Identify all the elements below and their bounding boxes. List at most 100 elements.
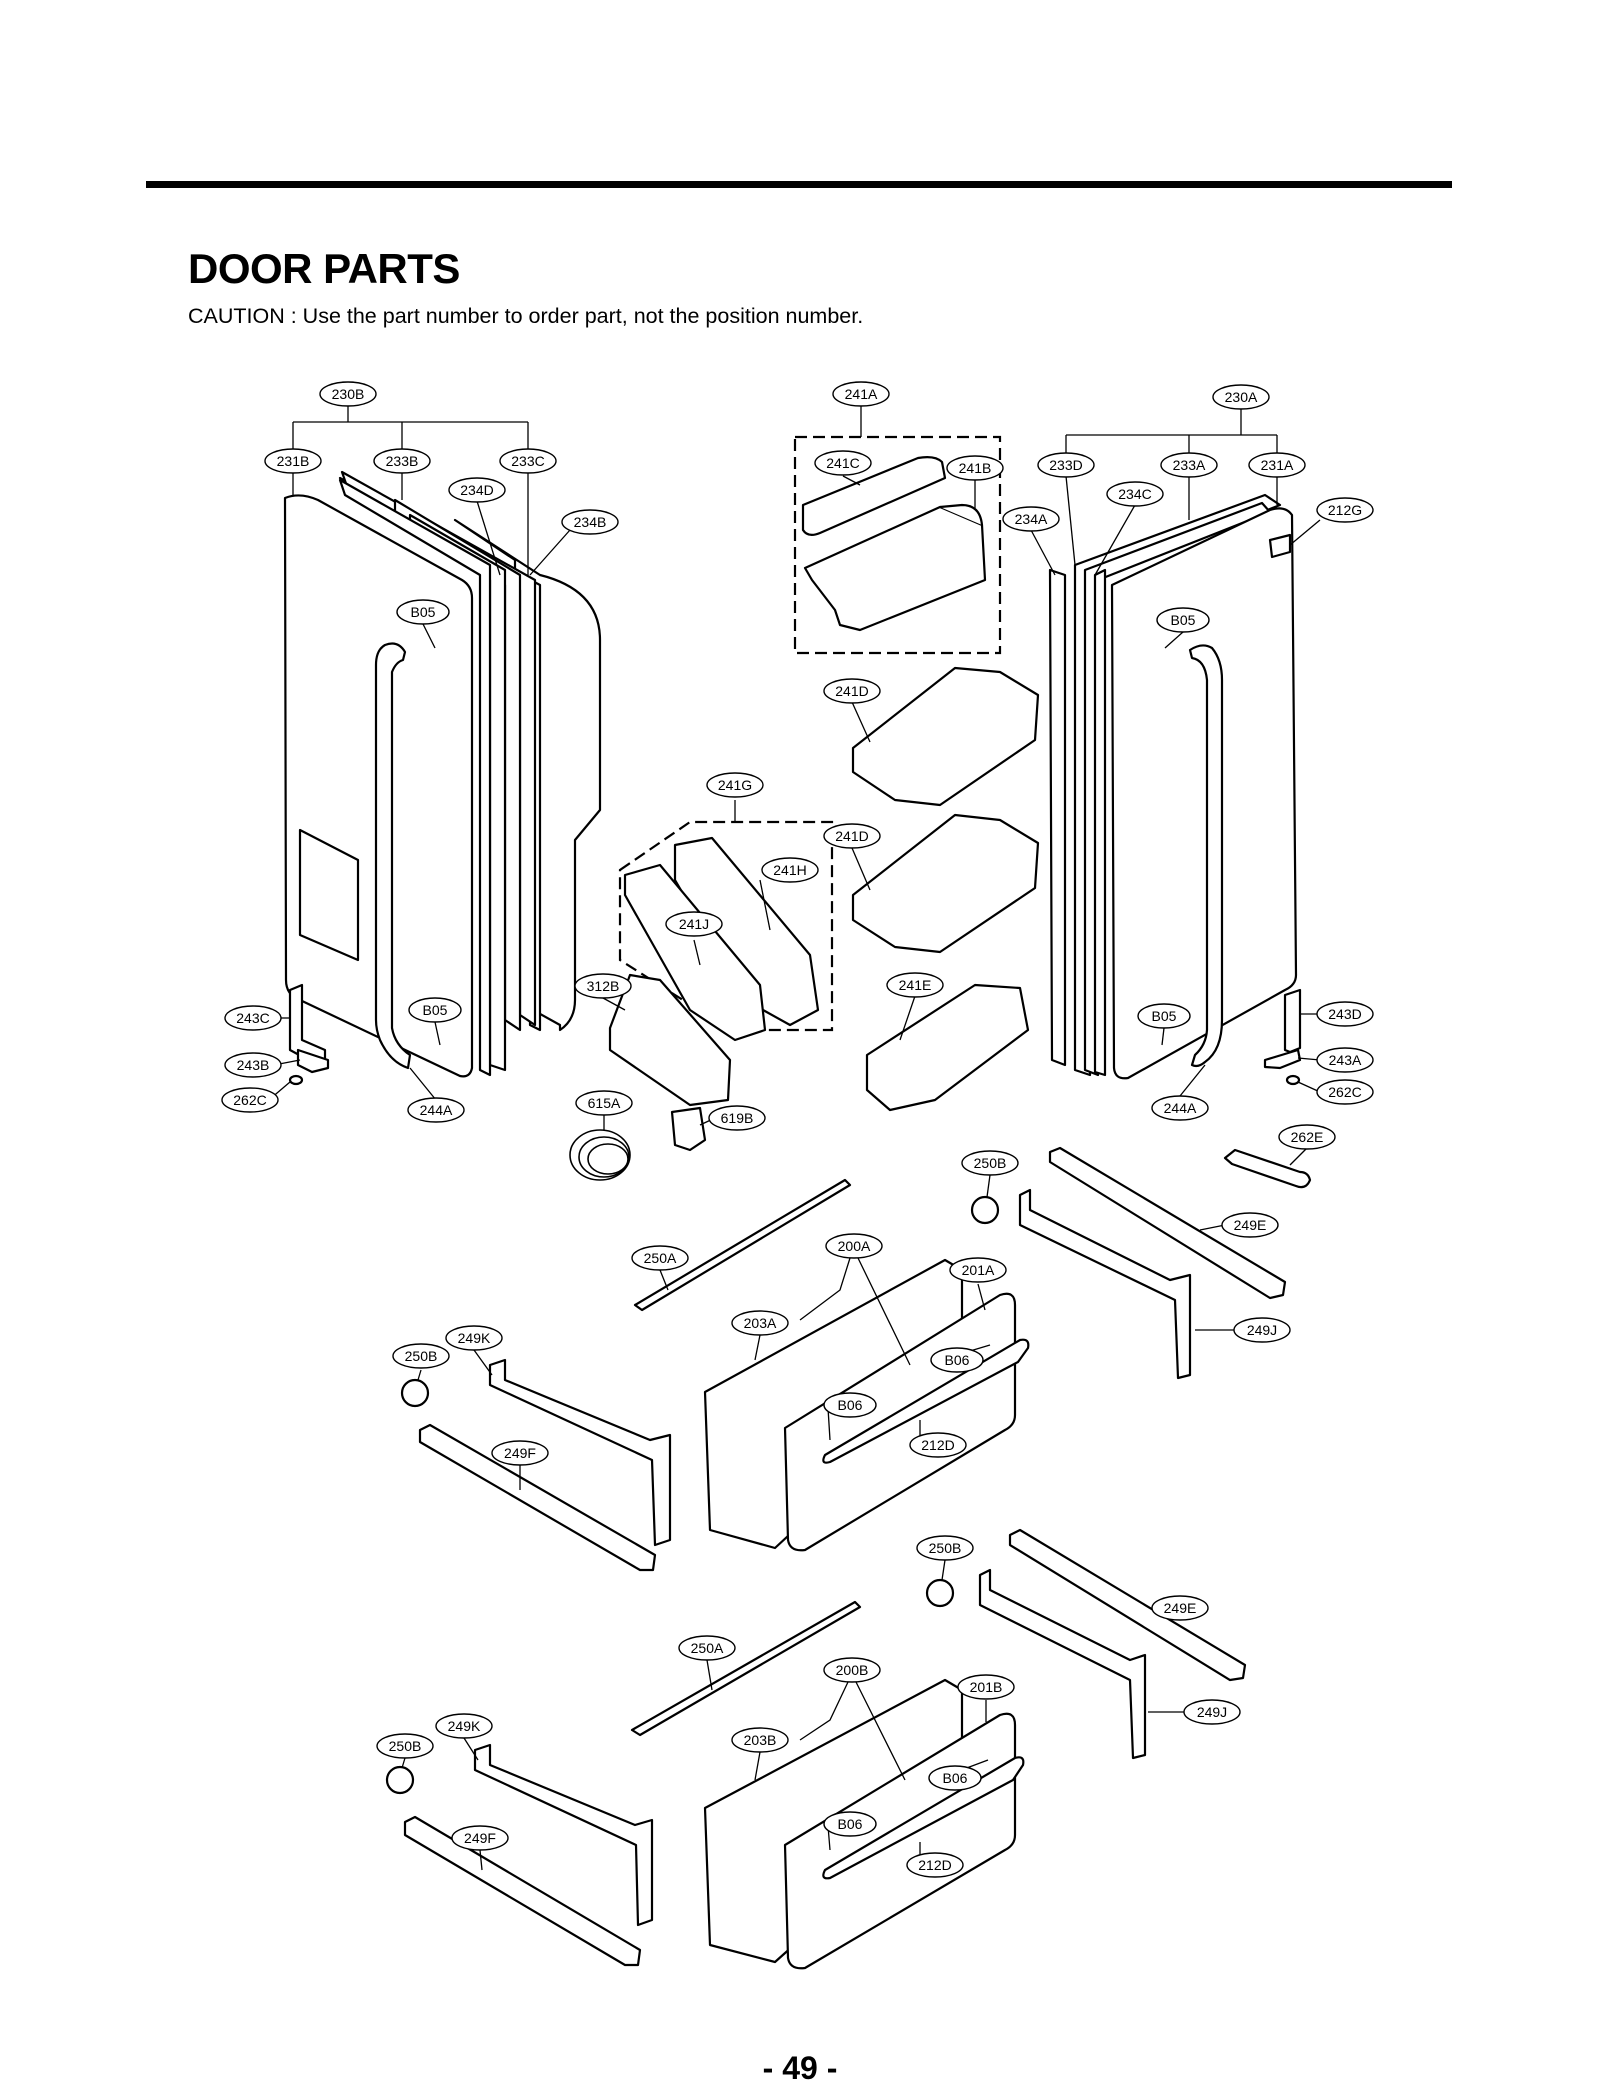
dispenser-box-312b <box>608 973 732 1107</box>
leader-250b-lower-right <box>941 1559 946 1581</box>
leader-250b-upper-left <box>417 1369 422 1381</box>
callout-241e: 241E <box>886 972 944 998</box>
leader-250b-lower-left <box>401 1757 406 1769</box>
gear-250b-upper-right <box>970 1195 1000 1225</box>
bin-241j <box>623 863 767 1042</box>
callout-201a: 201A <box>949 1257 1007 1283</box>
right-door-assembly <box>1048 493 1312 1189</box>
svg-text:250B: 250B <box>389 1738 422 1754</box>
svg-text:250A: 250A <box>691 1640 724 1656</box>
svg-text:243D: 243D <box>1328 1006 1361 1022</box>
callout-b06-lower-a: B06 <box>928 1765 982 1791</box>
bin-cover-241c <box>801 456 947 537</box>
svg-text:234D: 234D <box>460 482 493 498</box>
svg-text:244A: 244A <box>1164 1100 1197 1116</box>
callout-262c-right: 262C <box>1316 1079 1374 1105</box>
callout-241d-upper: 241D <box>823 678 881 704</box>
callout-250b-upper-right: 250B <box>961 1150 1019 1176</box>
door-bin-241d-lower <box>851 813 1040 954</box>
callout-230a: 230A <box>1212 384 1270 410</box>
callout-241b: 241B <box>946 455 1004 481</box>
svg-text:231A: 231A <box>1261 457 1294 473</box>
svg-text:200B: 200B <box>836 1662 869 1678</box>
leader-230a <box>1065 408 1278 455</box>
svg-text:230A: 230A <box>1225 389 1258 405</box>
leader-234b <box>529 529 571 576</box>
drawer-bracket-249j-upper <box>1018 1188 1192 1380</box>
leader-241c <box>842 475 861 486</box>
callout-234b: 234B <box>561 509 619 535</box>
lower-drawer-assembly <box>385 1528 1247 1970</box>
svg-text:241C: 241C <box>826 455 859 471</box>
callout-312b: 312B <box>574 973 632 999</box>
svg-text:241H: 241H <box>773 862 806 878</box>
leader-241d-upper <box>851 701 871 743</box>
leader-262c-right <box>1297 1081 1321 1093</box>
upper-drawer-assembly <box>400 1146 1287 1572</box>
svg-text:249E: 249E <box>1164 1600 1197 1616</box>
callout-241d-lower: 241D <box>823 823 881 849</box>
leader-249f-lower <box>479 1849 483 1871</box>
svg-text:B06: B06 <box>838 1397 863 1413</box>
leader-203a <box>754 1334 761 1361</box>
svg-text:250B: 250B <box>974 1155 1007 1171</box>
callout-212d-upper: 212D <box>909 1432 967 1458</box>
left-lower-hinge <box>288 983 327 1064</box>
svg-text:241G: 241G <box>718 777 752 793</box>
callout-243b: 243B <box>224 1052 282 1078</box>
right-door-label-212g <box>1268 533 1292 559</box>
svg-text:B06: B06 <box>945 1352 970 1368</box>
svg-text:203B: 203B <box>744 1732 777 1748</box>
callout-234a: 234A <box>1002 506 1060 532</box>
svg-text:212G: 212G <box>1328 502 1362 518</box>
svg-text:249K: 249K <box>448 1718 481 1734</box>
callout-234d: 234D <box>448 477 506 503</box>
drawer-bracket-249k-lower <box>473 1743 654 1927</box>
callout-231b: 231B <box>264 448 322 474</box>
svg-text:B05: B05 <box>423 1002 448 1018</box>
leader-241h <box>759 879 771 931</box>
left-door-assembly <box>283 470 602 1086</box>
callout-201b: 201B <box>957 1674 1015 1700</box>
svg-text:243A: 243A <box>1329 1052 1362 1068</box>
leader-249e-upper <box>1199 1224 1226 1231</box>
svg-text:B05: B05 <box>1171 612 1196 628</box>
door-bin-241d-lower-body <box>851 813 1040 954</box>
top-bin-group-frame <box>793 435 1002 655</box>
callout-200a: 200A <box>825 1233 883 1259</box>
callout-619b: 619B <box>708 1105 766 1131</box>
gear-250b-upper-left <box>400 1378 430 1408</box>
callout-212d-lower: 212D <box>906 1852 964 1878</box>
svg-text:619B: 619B <box>721 1110 754 1126</box>
drawer-rail-249f-lower <box>403 1815 642 1967</box>
callout-243d: 243D <box>1316 1001 1374 1027</box>
svg-text:201B: 201B <box>970 1679 1003 1695</box>
leader-250a-upper <box>659 1269 669 1291</box>
right-hinge-plate <box>1263 1048 1302 1070</box>
callout-labels: 230B 231B 233B 233C 234D 234B B05 241A 2… <box>221 381 1374 1878</box>
callout-b06-lower-b: B06 <box>823 1811 877 1837</box>
callout-b05-right-bottom: B05 <box>1137 1003 1191 1029</box>
callout-249f-upper: 249F <box>491 1440 549 1466</box>
leader-244a-left <box>409 1067 437 1101</box>
svg-text:249K: 249K <box>458 1330 491 1346</box>
svg-text:249F: 249F <box>464 1830 496 1846</box>
callout-250a-lower: 250A <box>678 1635 736 1661</box>
drawer-rail-249e-upper <box>1048 1146 1287 1300</box>
svg-text:203A: 203A <box>744 1315 777 1331</box>
leader-250b-upper-right <box>986 1174 991 1198</box>
left-hinge-washer <box>288 1074 304 1086</box>
leader-249k-lower <box>463 1737 479 1761</box>
door-bin-241d-upper-body <box>851 666 1040 807</box>
svg-text:243C: 243C <box>236 1010 269 1026</box>
svg-text:312B: 312B <box>587 978 620 994</box>
bin-group-241g-frame <box>618 820 834 1032</box>
right-lower-hinge <box>1283 988 1302 1054</box>
left-door-handle <box>374 642 412 1070</box>
drawer-bracket-249k-upper <box>488 1358 672 1547</box>
callout-233c: 233C <box>499 448 557 474</box>
tube-coil-loop-2 <box>578 1136 630 1178</box>
leader-201a <box>977 1283 986 1311</box>
svg-text:B05: B05 <box>1152 1008 1177 1024</box>
leader-249k-upper <box>473 1349 493 1376</box>
